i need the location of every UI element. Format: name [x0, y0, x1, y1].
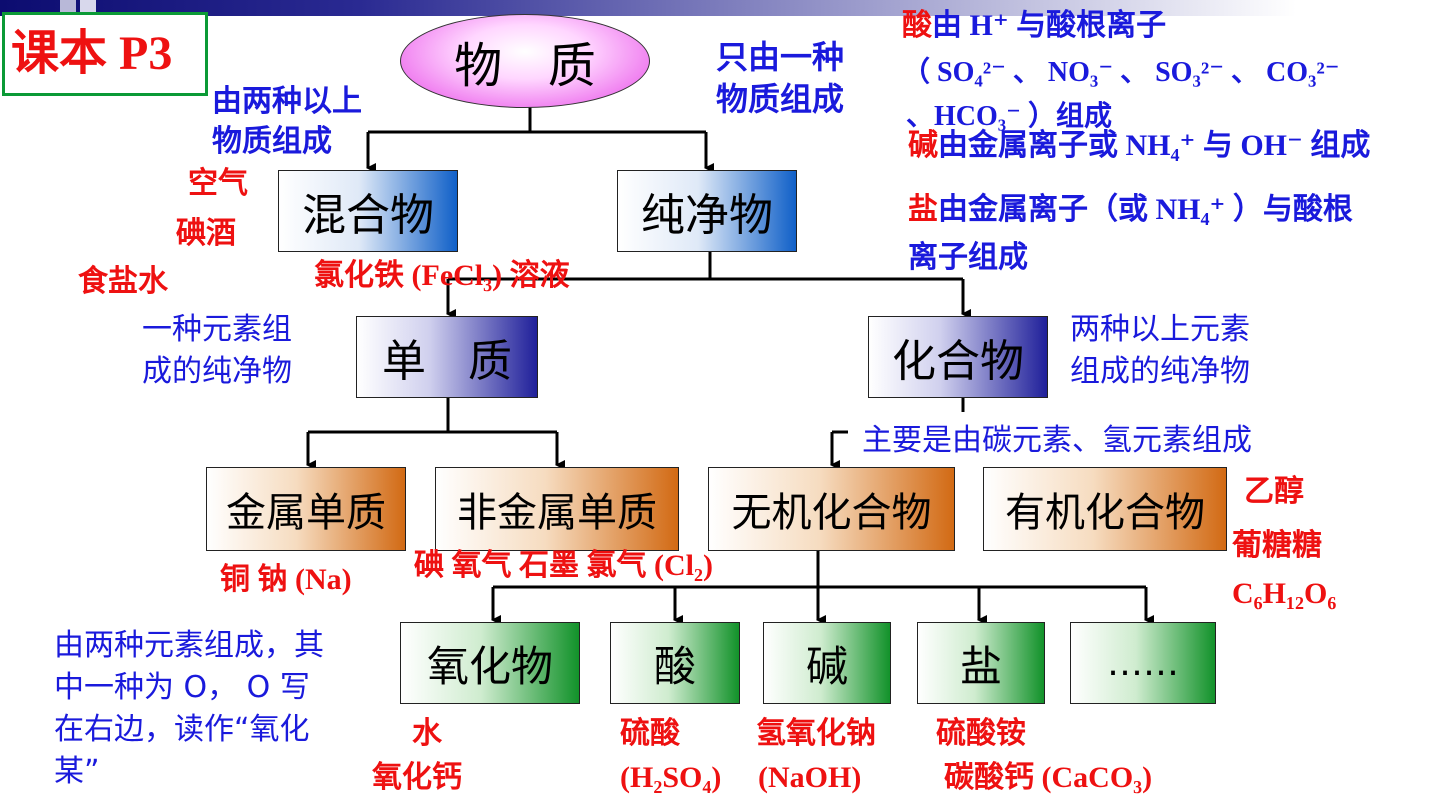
pure-box: 纯净物	[617, 170, 797, 252]
element-def-line2: 成的纯净物	[142, 354, 292, 389]
example-ferric-chloride: 氯化铁 (FeCl₃) 溶液	[314, 259, 570, 292]
organic-box: 有机化合物	[983, 467, 1227, 551]
example-glucose-formula: C₆H₁₂O₆	[1232, 577, 1337, 610]
metal-box: 金属单质	[206, 467, 406, 551]
element-def-line1: 一种元素组	[142, 312, 292, 347]
base-definition: 碱由金属离子或 NH₄⁺ 与 OH⁻ 组成	[908, 129, 1371, 162]
oxide-def-line3: 在右边，读作“氧化	[54, 712, 310, 747]
example-water: 水	[412, 717, 442, 750]
mixture-def-line1: 由两种以上	[212, 84, 362, 119]
example-air: 空气	[188, 167, 248, 200]
base-box: 碱	[763, 622, 891, 704]
example-sulfuric-formula: (H₂SO₄)	[620, 761, 722, 794]
example-sulfuric-acid: 硫酸	[620, 717, 680, 750]
element-box: 单 质	[356, 316, 538, 398]
root-label: 物 质	[454, 38, 596, 94]
example-ethanol: 乙醇	[1244, 475, 1304, 508]
example-metals: 铜 钠 (Na)	[220, 563, 352, 596]
example-naoh-formula: (NaOH)	[758, 761, 862, 794]
salt-box: 盐	[917, 622, 1045, 704]
organic-def: 主要是由碳元素、氢元素组成	[862, 423, 1252, 458]
acid-ions-2: 、HCO₃⁻ ）组成	[906, 101, 1112, 132]
pure-def-line2: 物质组成	[716, 80, 845, 118]
salt-definition-2: 离子组成	[908, 241, 1028, 274]
etc-box: ……	[1070, 622, 1216, 704]
mixture-box: 混合物	[278, 170, 458, 252]
nonmetal-box: 非金属单质	[435, 467, 679, 551]
example-ammonium-sulfate: 硫酸铵	[936, 717, 1026, 750]
salt-definition: 盐由金属离子（或 NH₄⁺ ）与酸根	[908, 193, 1353, 226]
example-nonmetals: 碘 氧气 石墨 氯气 (Cl₂)	[414, 549, 713, 582]
compound-def-line1: 两种以上元素	[1070, 312, 1250, 347]
textbook-badge: 课本 P3	[2, 12, 208, 96]
example-sodium-hydroxide: 氢氧化钠	[756, 717, 876, 750]
example-calcium-carbonate: 碳酸钙 (CaCO₃)	[944, 761, 1153, 794]
pure-def-line1: 只由一种	[716, 38, 845, 76]
oxide-def-line1: 由两种元素组成，其	[54, 628, 324, 663]
root-ellipse: 物 质	[400, 14, 650, 108]
header-bar	[0, 0, 1440, 16]
acid-definition: 酸由 H⁺ 与酸根离子	[902, 9, 1167, 42]
oxide-def-line4: 某”	[54, 754, 100, 789]
acid-box: 酸	[610, 622, 740, 704]
acid-ions: （ SO₄²⁻ 、 NO₃⁻ 、 SO₃²⁻ 、 CO₃²⁻	[902, 57, 1340, 88]
example-salt-water: 食盐水	[78, 265, 168, 298]
inorganic-box: 无机化合物	[708, 467, 955, 551]
example-calcium-oxide: 氧化钙	[372, 761, 462, 794]
oxide-def-line2: 中一种为 O， O 写	[54, 670, 310, 705]
example-glucose: 葡糖糖	[1232, 529, 1322, 562]
mixture-def-line2: 物质组成	[212, 124, 332, 159]
compound-box: 化合物	[868, 316, 1048, 398]
oxide-box: 氧化物	[400, 622, 580, 704]
compound-def-line2: 组成的纯净物	[1070, 354, 1250, 389]
example-iodine-tincture: 碘酒	[176, 217, 236, 250]
